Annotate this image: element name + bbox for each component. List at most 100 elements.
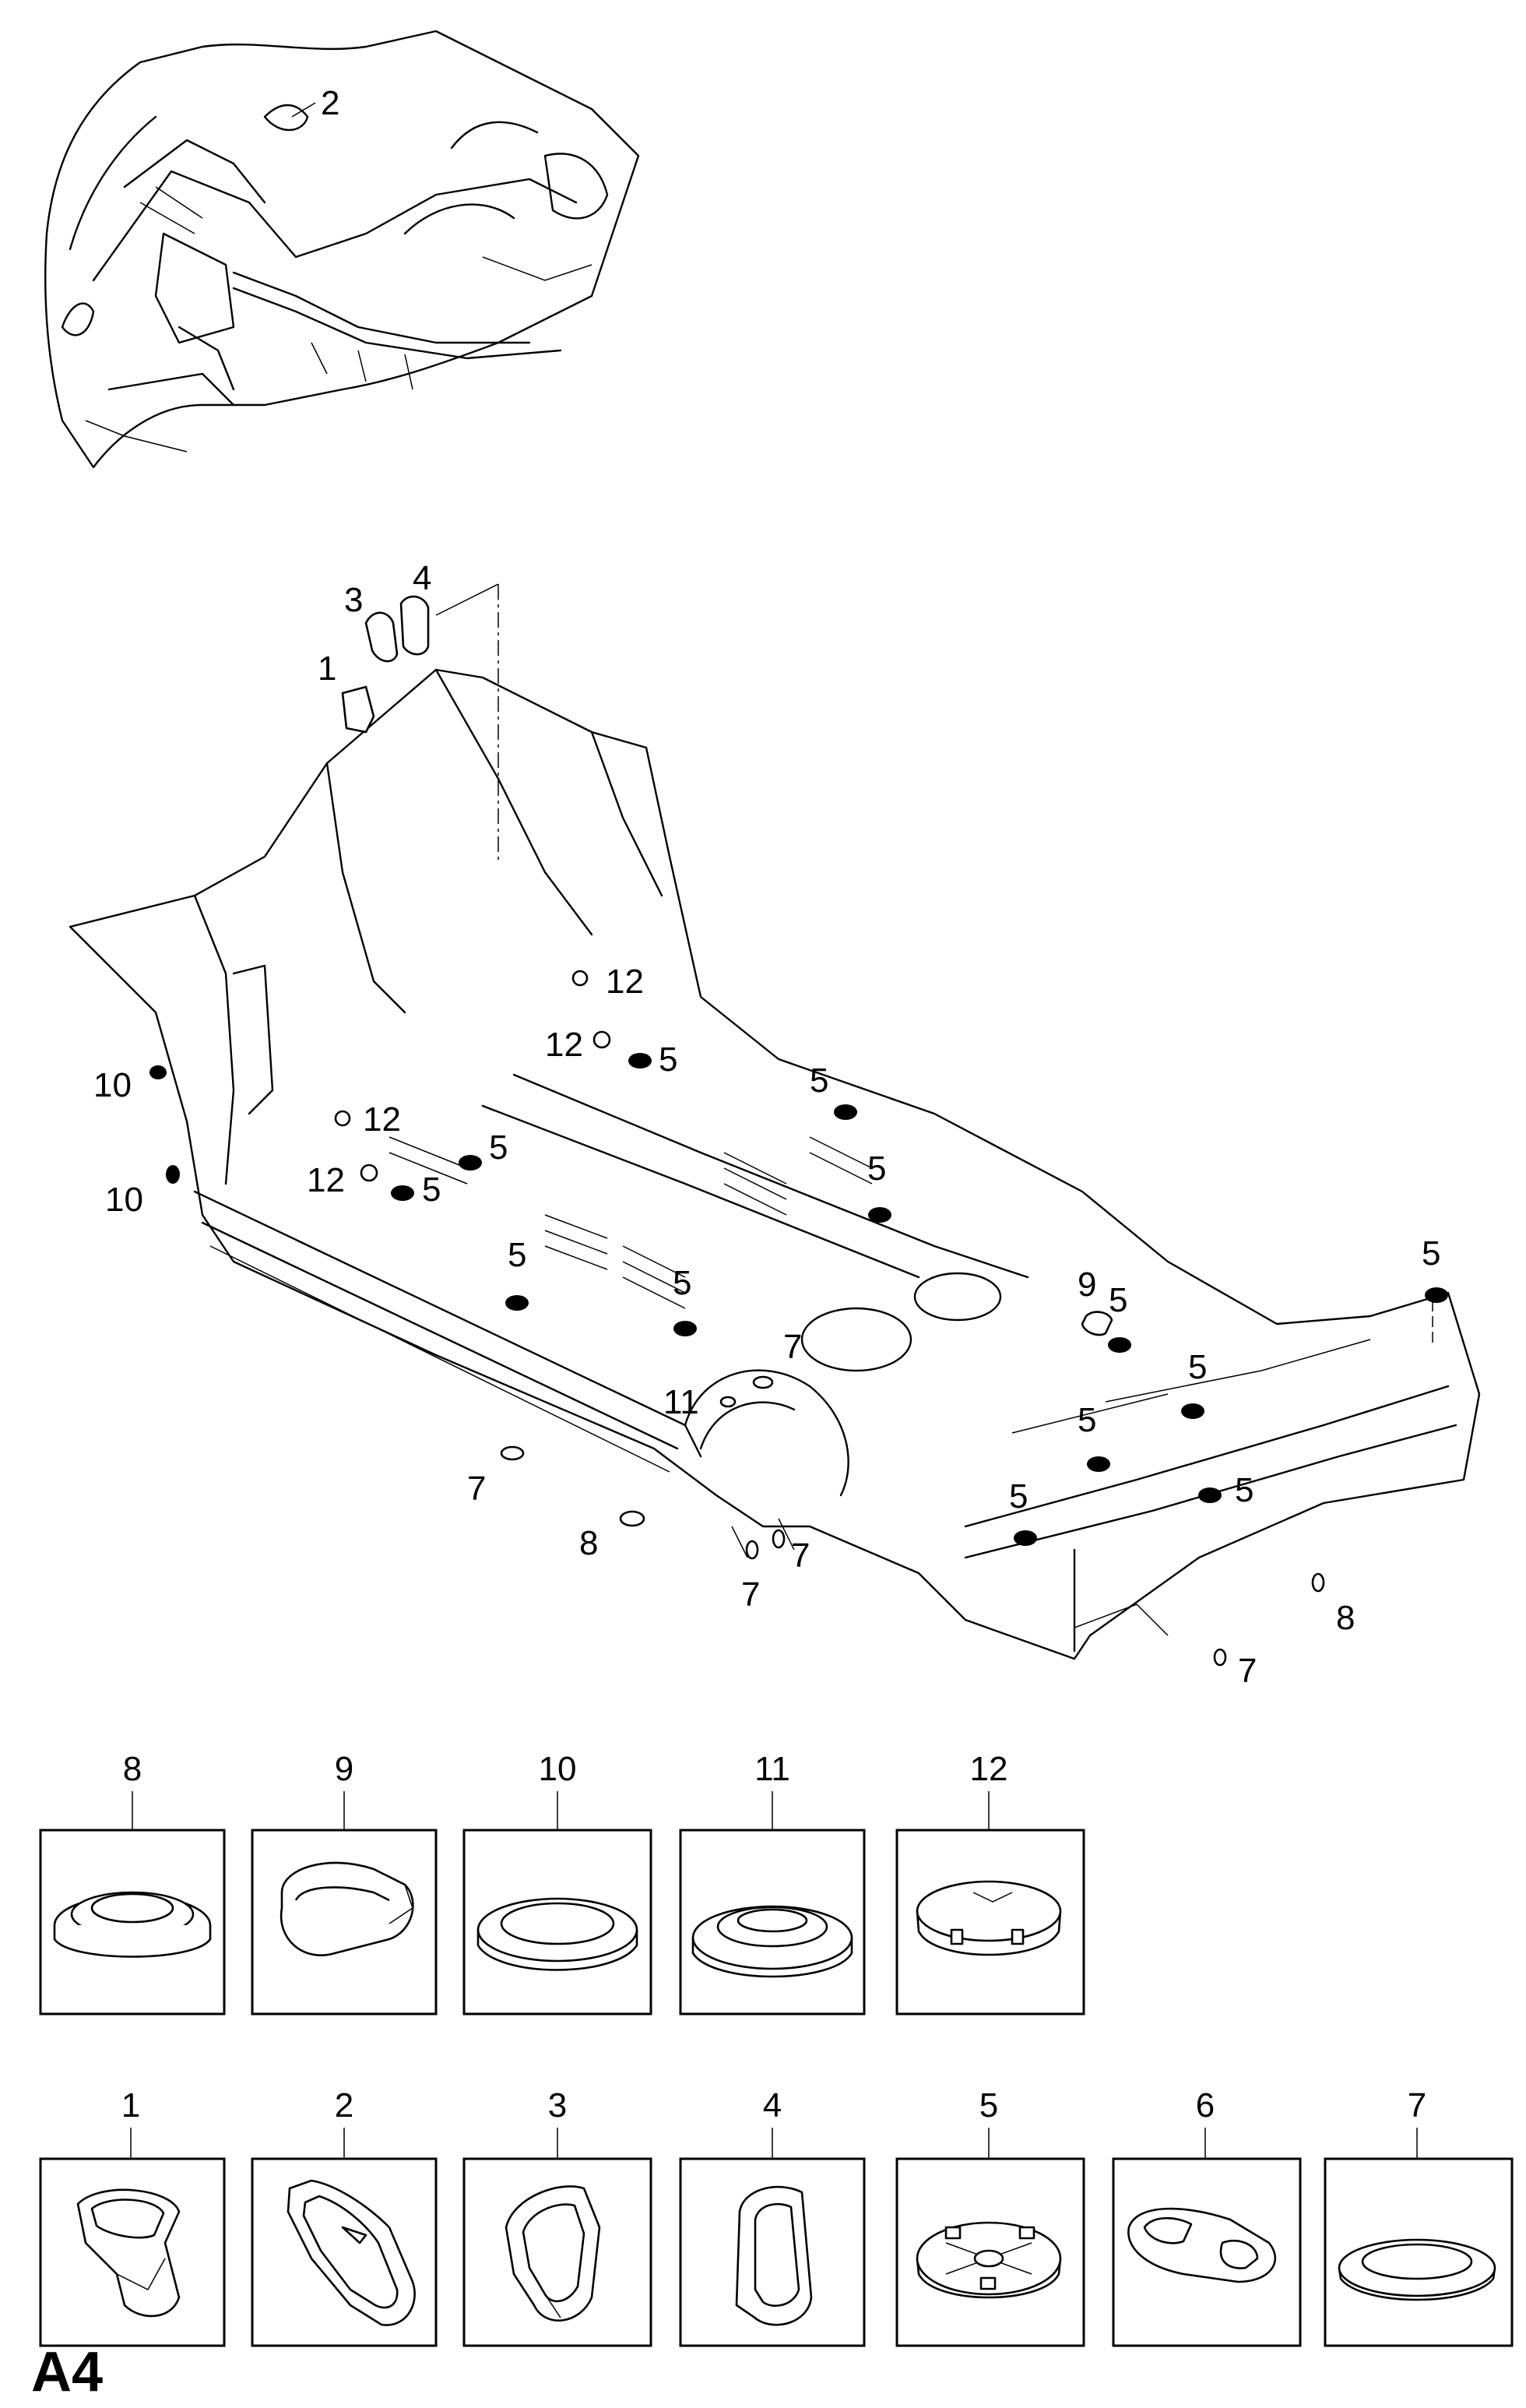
plug-oval-double-icon [1127, 2207, 1277, 2283]
legend-item-4: 4 [679, 2086, 866, 2347]
legend-item-5: 5 [895, 2086, 1085, 2347]
callout-12: 12 [545, 1026, 583, 1064]
grommet-flat-round-icon [166, 1165, 180, 1184]
underbody-drawing [69, 583, 1481, 1660]
part-number: 7 [1408, 2086, 1426, 2125]
plug-cross-rib-icon [1198, 1487, 1222, 1503]
callout-12: 12 [307, 1161, 345, 1199]
callout-4: 4 [413, 559, 431, 597]
grommet-stepped-icon [1311, 1572, 1325, 1593]
legend-item-3: 3 [462, 2086, 652, 2347]
boot-duct-icon [76, 2188, 181, 2318]
plug-flat-disc-icon [745, 1540, 759, 1560]
grommet-flat-round-icon [476, 1897, 638, 1971]
grommet-deep-round-icon [691, 1905, 853, 1978]
part-number: 11 [754, 1750, 790, 1788]
plug-cross-rib-icon [1425, 1287, 1448, 1303]
callout-7: 7 [791, 1537, 810, 1575]
callout-2-overview: 2 [321, 84, 339, 122]
grommet-flat-round-icon [149, 1065, 167, 1079]
part-number: 1 [121, 2086, 140, 2125]
plug-cross-rib-icon [834, 1104, 857, 1120]
part-number: 2 [335, 2086, 353, 2125]
callout-8: 8 [579, 1524, 598, 1562]
seal-bent-frame-icon [364, 611, 399, 663]
legend-item-9: 9 [251, 1750, 438, 2015]
legend-item-1: 1 [39, 2086, 226, 2347]
plug-domed-icon [916, 1880, 1062, 1956]
callout-5: 5 [422, 1171, 441, 1209]
legend-item-2: 2 [251, 2086, 438, 2347]
plug-cross-rib-icon [1108, 1337, 1131, 1353]
callout-5: 5 [489, 1128, 508, 1167]
plug-domed-icon [334, 1110, 351, 1127]
callout-7: 7 [1238, 1652, 1257, 1690]
part-number: 9 [335, 1750, 353, 1788]
legend-item-6: 6 [1112, 2086, 1302, 2347]
grommet-oval-sleeve-icon [280, 1861, 414, 1956]
plug-cross-rib-icon [1181, 1403, 1204, 1419]
plug-cross-rib-icon [505, 1295, 529, 1311]
installed-fasteners [149, 595, 1448, 1667]
plug-flat-disc-icon [772, 1529, 786, 1549]
legend-item-7: 7 [1324, 2086, 1514, 2347]
seal-angled-frame-icon [287, 2179, 416, 2326]
callout-5: 5 [1109, 1281, 1127, 1319]
boot-duct-icon [341, 685, 375, 734]
grommet-stepped-icon [619, 1510, 645, 1527]
callout-9: 9 [1078, 1266, 1096, 1304]
legend-item-8: 8 [39, 1750, 226, 2015]
plug-flat-disc-icon [1338, 2238, 1496, 2301]
callout-7: 7 [741, 1575, 760, 1614]
plug-cross-rib-icon [916, 2221, 1062, 2299]
plug-domed-icon [360, 1164, 378, 1182]
part-number: 4 [763, 2086, 782, 2125]
part-number: 3 [548, 2086, 567, 2125]
callout-5: 5 [1009, 1477, 1028, 1516]
plug-cross-rib-icon [1014, 1530, 1037, 1546]
callout-1: 1 [318, 650, 336, 688]
callout-5: 5 [673, 1264, 691, 1302]
legend-item-11: 11 [679, 1750, 866, 2015]
callout-5: 5 [659, 1040, 677, 1079]
callout-10: 10 [105, 1181, 143, 1219]
callout-5: 5 [1235, 1471, 1254, 1509]
callout-5: 5 [1078, 1401, 1096, 1439]
overview-drawing [44, 30, 640, 469]
part-number: 10 [539, 1750, 577, 1788]
parts-legend-row-1: 8 9 10 [39, 1750, 1085, 2015]
callout-10: 10 [93, 1066, 132, 1104]
part-number: 12 [970, 1750, 1008, 1788]
parts-legend-row-2: 1 2 3 [39, 2086, 1514, 2347]
grommet-oval-sleeve-icon [1081, 1311, 1113, 1336]
plug-flat-disc-icon [1213, 1648, 1227, 1667]
seal-bent-frame-icon [505, 2185, 601, 2322]
callout-5: 5 [1188, 1348, 1207, 1386]
callout-12: 12 [606, 963, 644, 1001]
callout-7: 7 [467, 1470, 486, 1508]
part-number: 5 [979, 2086, 998, 2125]
callout-5: 5 [508, 1236, 526, 1274]
plug-cross-rib-icon [868, 1207, 891, 1223]
plug-cross-rib-icon [391, 1185, 414, 1201]
callout-7: 7 [783, 1328, 802, 1366]
grommet-deep-round-icon [719, 1396, 737, 1408]
sheet-code: A4 [31, 2341, 103, 2403]
seal-rectangular-frame-icon [735, 2185, 813, 2326]
callouts: 3 4 1 12 12 12 12 10 10 5 5 5 5 5 5 5 5 … [93, 559, 1440, 1690]
plug-flat-disc-icon [752, 1375, 774, 1389]
plug-cross-rib-icon [459, 1155, 482, 1171]
legend-item-12: 12 [895, 1750, 1085, 2015]
plug-flat-disc-icon [500, 1445, 525, 1461]
plug-cross-rib-icon [1087, 1456, 1110, 1472]
plug-domed-icon [571, 970, 589, 987]
callout-5: 5 [810, 1061, 828, 1100]
callout-5: 5 [1422, 1234, 1440, 1273]
part-number: 6 [1196, 2086, 1215, 2125]
callout-11: 11 [663, 1383, 699, 1421]
callout-8: 8 [1336, 1599, 1355, 1637]
callout-12: 12 [363, 1100, 401, 1139]
plug-cross-rib-icon [628, 1053, 652, 1068]
legend-item-10: 10 [462, 1750, 652, 2015]
